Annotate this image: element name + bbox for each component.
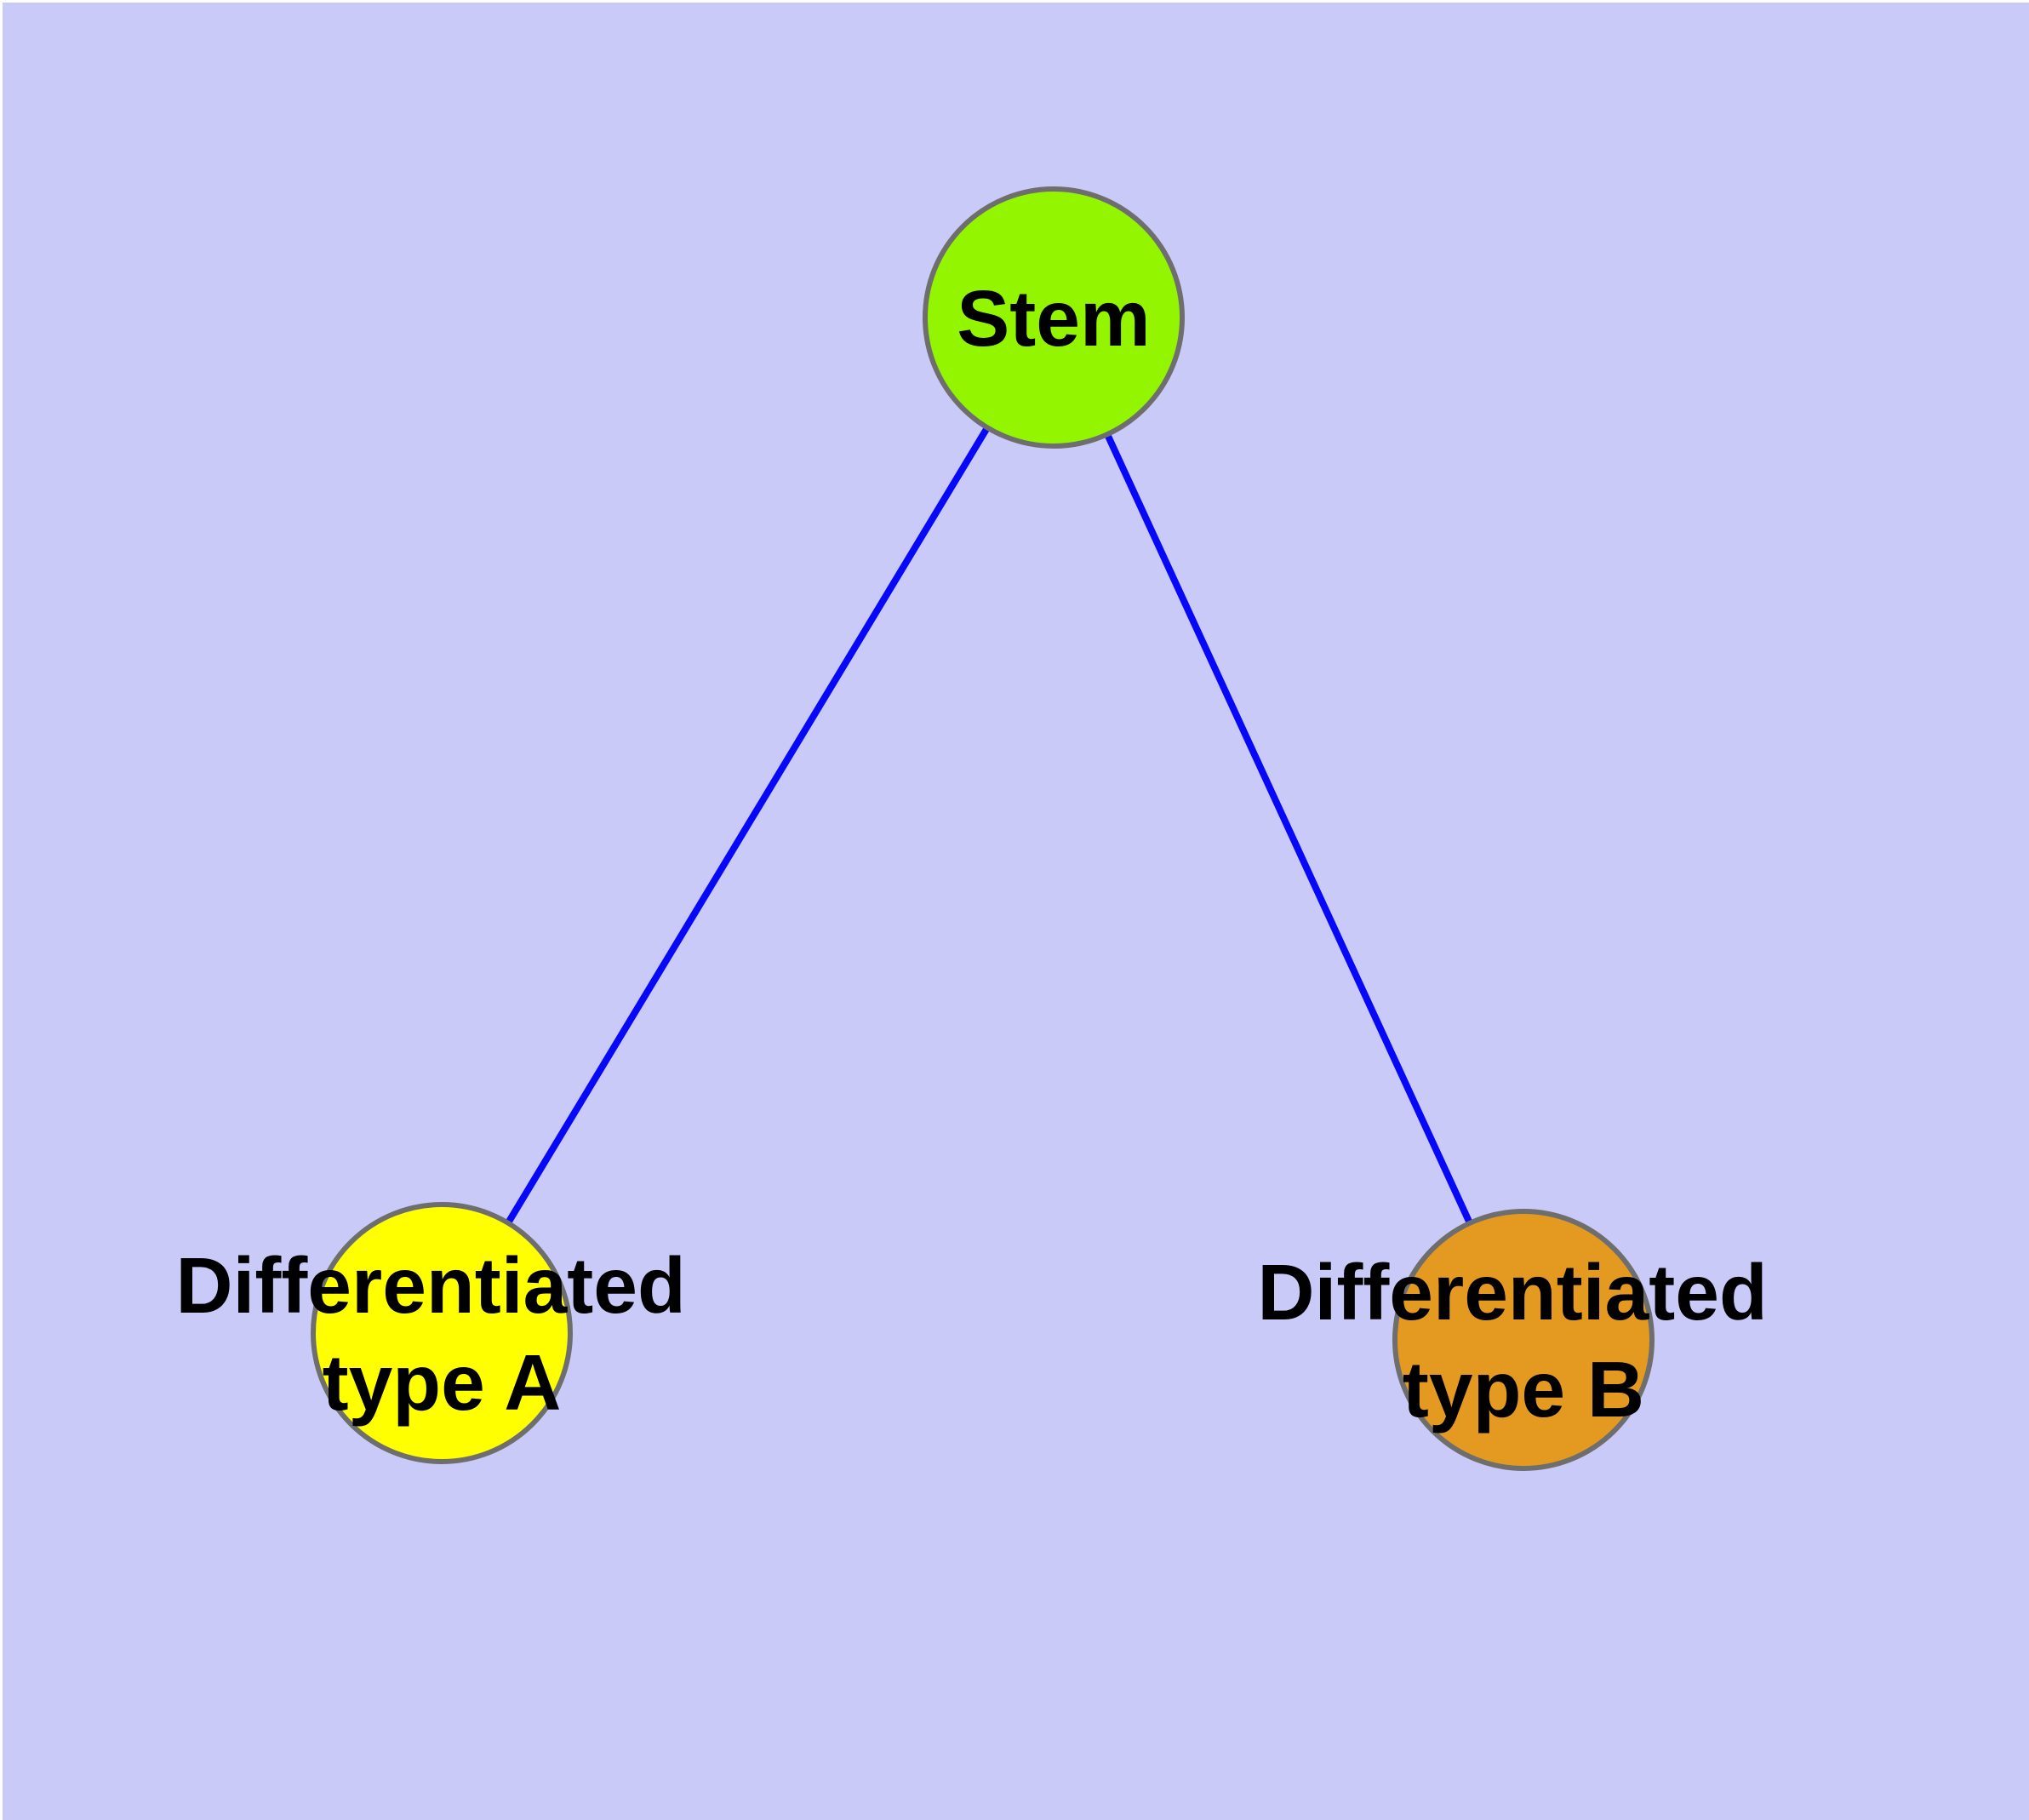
node-stem-label: Stem	[957, 274, 1150, 363]
node-type-a-label: Differentiated type A	[175, 1241, 707, 1427]
node-stem[interactable]	[923, 186, 1185, 449]
node-differentiated-type-a[interactable]	[311, 1202, 573, 1464]
edge-stem-to-type-b[interactable]	[1050, 316, 1527, 1342]
node-type-b-label-line2: type B	[1403, 1345, 1644, 1434]
node-type-a-label-line1: Differentiated	[175, 1241, 685, 1330]
edge-stem-to-type-a[interactable]	[438, 315, 1057, 1336]
node-type-b-label-line1: Differentiated	[1257, 1248, 1767, 1336]
node-differentiated-type-b[interactable]	[1392, 1209, 1655, 1471]
node-type-b-label: Differentiated type B	[1257, 1248, 1789, 1434]
node-type-a-label-line2: type A	[323, 1338, 562, 1427]
